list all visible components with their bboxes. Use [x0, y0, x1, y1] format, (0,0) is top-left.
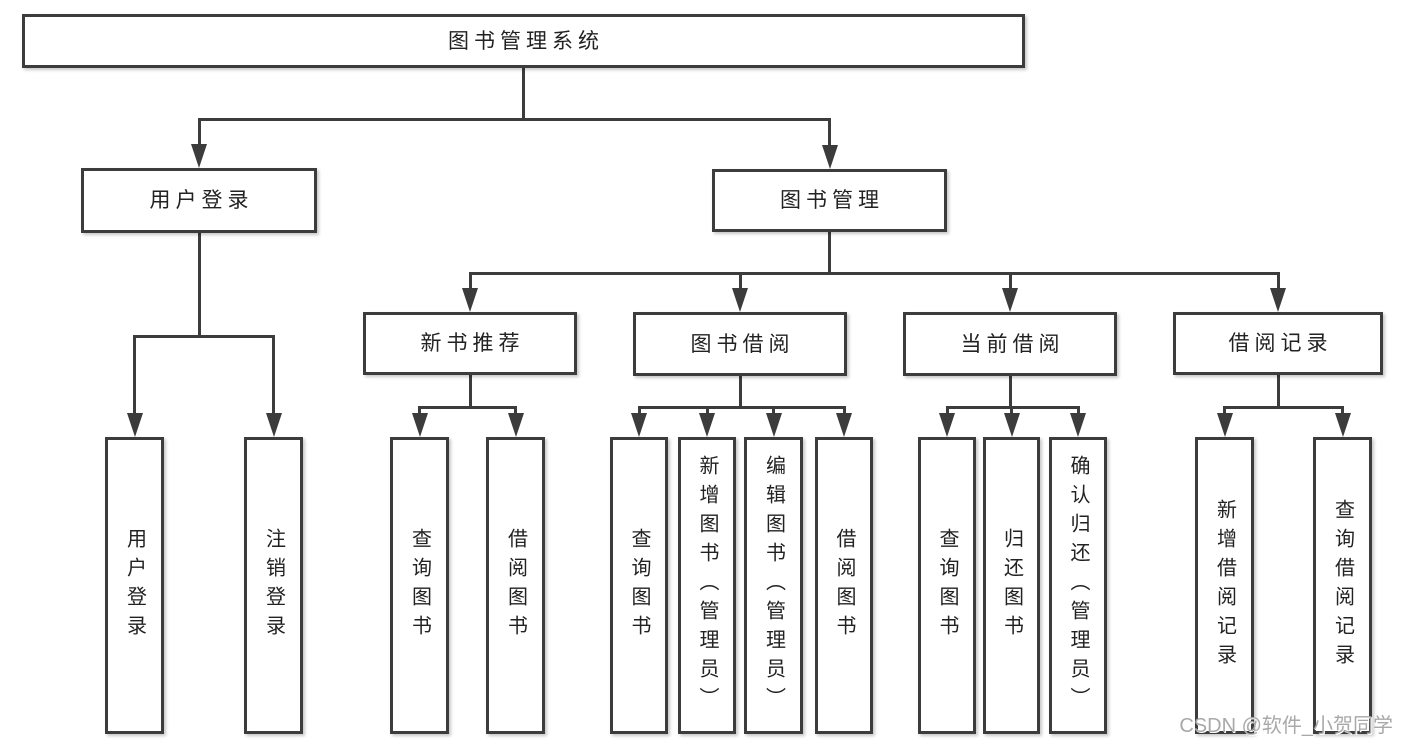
arrowhead-icon [1270, 288, 1286, 312]
edge-drop-current-borrow [1008, 272, 1012, 292]
arrowhead-icon [462, 288, 478, 312]
arrowhead-icon [821, 145, 838, 169]
edge-drop [514, 406, 517, 416]
node-root: 图书管理系统 [22, 14, 1025, 68]
leaf-current-query-books: 查询图书 [918, 437, 976, 734]
edge-drop [1010, 406, 1013, 416]
leaf-borrow-query-books: 查询图书 [610, 437, 668, 734]
edge-new-books-stem [468, 375, 472, 407]
node-current-borrow-label: 当前借阅 [960, 332, 1065, 356]
edge-drop [842, 406, 846, 416]
edge-drop [1341, 406, 1344, 416]
edge-book-borrow-stem [738, 376, 742, 407]
edge-drop-book-borrow [738, 272, 742, 292]
node-current-borrow: 当前借阅 [903, 312, 1117, 376]
edge-borrow-records-rail [1223, 406, 1344, 409]
leaf-query-borrow-record-label: 查询借阅记录 [1331, 498, 1354, 673]
leaf-logout-label: 注销登录 [262, 527, 285, 644]
edge-drop [945, 406, 949, 416]
edge-root-stem [522, 68, 525, 119]
edge-drop [637, 406, 641, 416]
arrowhead-icon [1216, 413, 1233, 437]
node-new-book-recommend: 新书推荐 [363, 312, 577, 375]
edge-drop [705, 406, 709, 416]
node-user-login-label: 用户登录 [149, 189, 254, 212]
leaf-edit-books-admin: 编辑图书（管理员） [744, 437, 803, 734]
edge-book-mgmt-stem [828, 232, 831, 273]
arrowhead-icon [1070, 413, 1086, 437]
edge-book-borrow-rail [637, 406, 846, 409]
edge-borrow-records-stem [1276, 375, 1280, 407]
edge-user-login-stem [197, 233, 201, 335]
leaf-user-login: 用户登录 [105, 437, 164, 734]
node-book-management-label: 图书管理 [780, 189, 884, 212]
edge-drop [1076, 406, 1080, 416]
leaf-confirm-return-admin: 确认归还（管理员） [1049, 437, 1107, 734]
edge-drop [418, 406, 421, 416]
leaf-logout: 注销登录 [244, 437, 303, 734]
leaf-add-books-admin: 新增图书（管理员） [678, 437, 736, 734]
node-book-borrow: 图书借阅 [633, 312, 847, 376]
edge-current-borrow-stem [1008, 376, 1012, 407]
leaf-edit-books-admin-label: 编辑图书（管理员） [762, 455, 785, 716]
arrowhead-icon [1003, 413, 1020, 437]
arrowhead-icon [265, 413, 282, 437]
leaf-new-query-books-label: 查询图书 [408, 527, 431, 644]
leaf-add-books-admin-label: 新增图书（管理员） [696, 455, 718, 716]
edge-drop-user-login [197, 118, 201, 148]
edge-drop-leaf-user-login [133, 335, 136, 417]
arrowhead-icon [411, 413, 428, 437]
leaf-user-login-label: 用户登录 [123, 527, 146, 644]
leaf-borrow-books: 借阅图书 [815, 437, 873, 734]
leaf-new-borrow-books-label: 借阅图书 [504, 527, 527, 644]
edge-drop-borrow-records [1276, 272, 1280, 292]
arrowhead-icon [1334, 413, 1351, 437]
leaf-new-borrow-books: 借阅图书 [486, 437, 545, 734]
leaf-new-query-books: 查询图书 [390, 437, 449, 734]
edge-drop-leaf-logout [272, 335, 275, 417]
edge-level2-rail [197, 118, 831, 121]
edge-new-books-rail [418, 406, 517, 409]
arrowhead-icon [939, 413, 955, 437]
leaf-confirm-return-admin-label: 确认归还（管理员） [1067, 455, 1089, 716]
node-user-login: 用户登录 [81, 168, 317, 233]
arrowhead-icon [126, 413, 143, 437]
leaf-borrow-books-label: 借阅图书 [833, 527, 855, 644]
csdn-watermark: CSDN @软件_小贺同学 [1179, 715, 1393, 737]
node-borrow-records-label: 借阅记录 [1228, 332, 1333, 355]
edge-user-login-rail [133, 335, 275, 338]
arrowhead-icon [507, 413, 524, 437]
arrowhead-icon [699, 413, 715, 437]
arrowhead-icon [836, 413, 852, 437]
node-borrow-records: 借阅记录 [1173, 312, 1383, 375]
leaf-borrow-query-books-label: 查询图书 [628, 527, 650, 644]
edge-drop-book-mgmt [828, 118, 831, 148]
node-book-management: 图书管理 [712, 169, 947, 232]
arrowhead-icon [631, 413, 647, 437]
edge-level3-rail [468, 272, 1280, 275]
leaf-current-query-books-label: 查询图书 [936, 527, 958, 644]
node-root-label: 图书管理系统 [448, 29, 604, 53]
node-book-borrow-label: 图书借阅 [690, 332, 795, 356]
edge-drop [772, 406, 775, 416]
leaf-query-borrow-record: 查询借阅记录 [1313, 437, 1372, 734]
leaf-return-books-label: 归还图书 [1000, 527, 1023, 644]
leaf-return-books: 归还图书 [983, 437, 1040, 734]
node-new-book-recommend-label: 新书推荐 [420, 332, 525, 355]
arrowhead-icon [732, 288, 748, 312]
leaf-add-borrow-record: 新增借阅记录 [1195, 437, 1254, 734]
arrowhead-icon [1002, 288, 1018, 312]
edge-drop-new-books [468, 272, 472, 292]
leaf-add-borrow-record-label: 新增借阅记录 [1213, 498, 1236, 673]
edge-drop [1223, 406, 1226, 416]
arrowhead-icon [765, 413, 782, 437]
arrowhead-icon [191, 144, 207, 168]
